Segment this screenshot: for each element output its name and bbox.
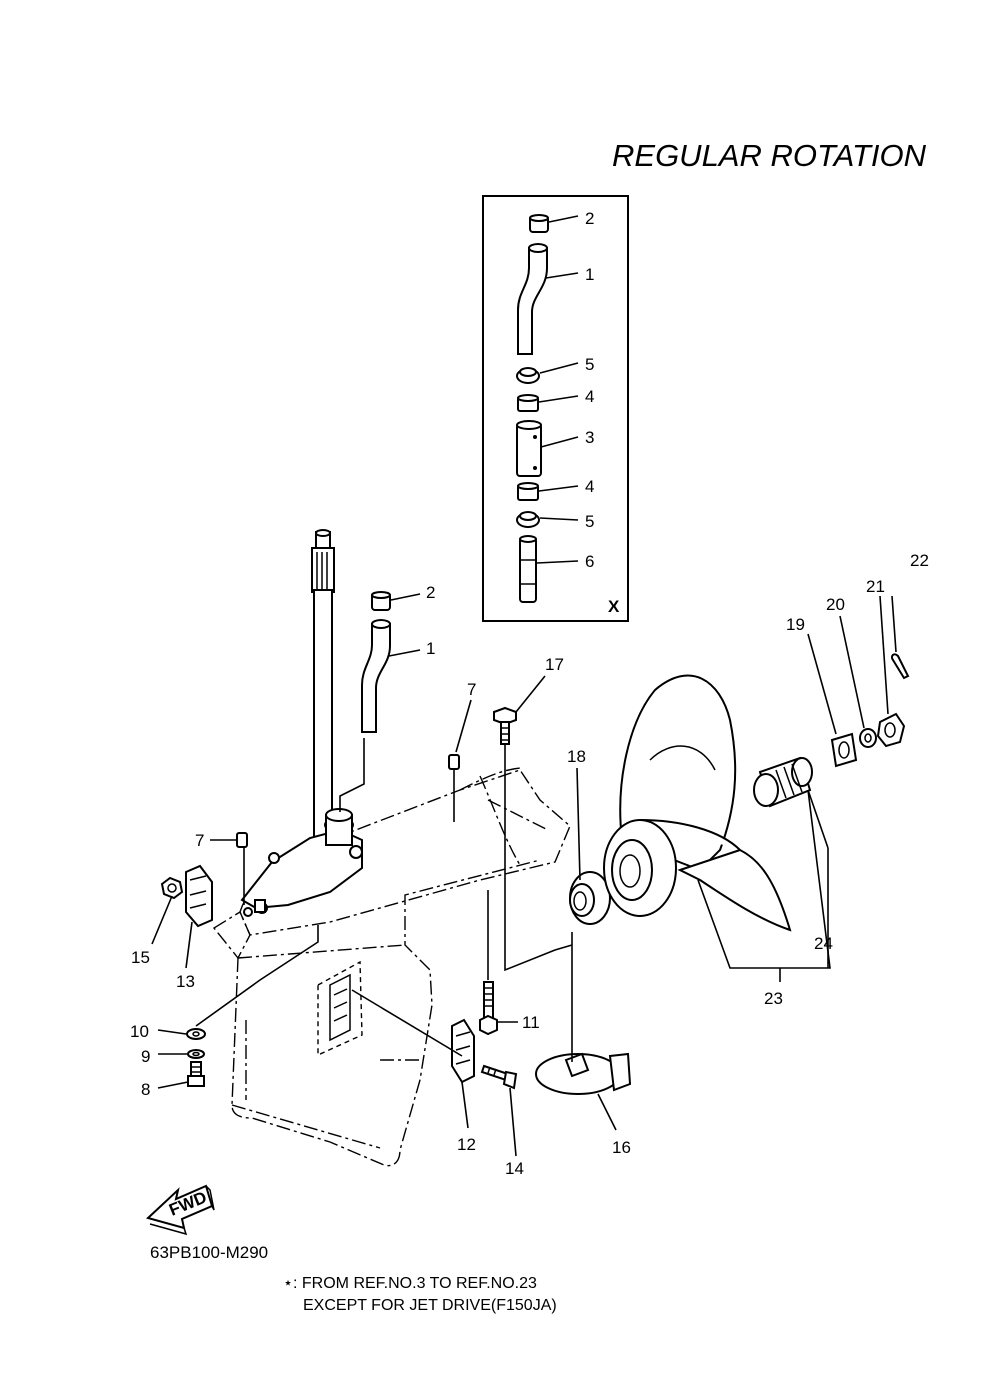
callout-17: 17	[545, 655, 564, 674]
trim-tab-16	[535, 1052, 632, 1095]
page-title: REGULAR ROTATION	[612, 138, 927, 173]
washer-20	[859, 728, 877, 748]
callout-14: 14	[505, 1159, 524, 1178]
callout-7a: 7	[467, 680, 476, 699]
callout-inset-6: 6	[585, 552, 594, 571]
leader-lines	[151, 593, 897, 1157]
inset-label: X	[608, 597, 620, 616]
callout-9: 9	[141, 1047, 150, 1066]
drive-shaft	[311, 529, 335, 851]
callout-inset-5b: 5	[585, 512, 594, 531]
bolt-8	[187, 1061, 205, 1087]
callout-20: 20	[826, 595, 845, 614]
callout-24: 24	[814, 934, 833, 953]
pump-housing	[240, 808, 363, 917]
spacer-24	[753, 756, 813, 808]
callout-inset-2: 2	[585, 209, 594, 228]
callout-inset-4a: 4	[585, 387, 594, 406]
callout-16: 16	[612, 1138, 631, 1157]
washer-9	[187, 1049, 205, 1059]
inset-clamp-a	[516, 367, 540, 384]
washer-10	[186, 1028, 206, 1040]
lower-case-assembly	[212, 529, 571, 1167]
bolt-11	[479, 981, 498, 1036]
callout-7b: 7	[195, 831, 204, 850]
callout-8: 8	[141, 1080, 150, 1099]
callout-inset-3: 3	[585, 428, 594, 447]
inset-bushing-a	[517, 394, 539, 412]
nut-15	[160, 876, 184, 900]
dowel-pin-b	[236, 832, 248, 848]
clip-13	[185, 864, 213, 928]
callout-12: 12	[457, 1135, 476, 1154]
callout-23: 23	[764, 989, 783, 1008]
footnote: ⋆: FROM REF.NO.3 TO REF.NO.23 EXCEPT FOR…	[283, 1273, 557, 1317]
callout-21: 21	[866, 577, 885, 596]
inset-sleeve	[516, 420, 542, 477]
propeller-23	[603, 674, 792, 932]
inset-water-tube	[517, 243, 548, 355]
bolt-17	[493, 706, 517, 745]
dowel-pin-a	[448, 754, 460, 770]
callout-19: 19	[786, 615, 805, 634]
callout-inset-1: 1	[585, 265, 594, 284]
callout-inset-4b: 4	[585, 477, 594, 496]
diagram-code: 63PB100-M290	[150, 1243, 269, 1262]
callout-1: 1	[426, 639, 435, 658]
callout-18: 18	[567, 747, 586, 766]
footnote-line-2: EXCEPT FOR JET DRIVE(F150JA)	[303, 1297, 557, 1314]
washer-19	[830, 732, 858, 768]
callout-10: 10	[130, 1022, 149, 1041]
callout-11: 11	[522, 1013, 540, 1032]
callout-inset-5a: 5	[585, 355, 594, 374]
inset-clamp-b	[516, 511, 540, 528]
callout-22: 22	[910, 551, 929, 570]
callout-13: 13	[176, 972, 195, 991]
screw-14	[480, 1064, 518, 1090]
anode-12	[451, 1018, 475, 1084]
thrust-washer-18	[569, 871, 611, 925]
inset-bushing-b	[517, 482, 539, 501]
cotter-pin-22	[890, 653, 910, 680]
callout-2: 2	[426, 583, 435, 602]
grommet	[371, 591, 391, 611]
callout-15: 15	[131, 948, 150, 967]
water-tube	[361, 619, 391, 733]
inset-pipe	[519, 535, 537, 603]
footnote-line-1: ⋆: FROM REF.NO.3 TO REF.NO.23	[283, 1275, 537, 1292]
nut-21	[876, 712, 906, 748]
inset-grommet	[529, 214, 549, 233]
inset-box: X	[482, 195, 629, 622]
anode-slot	[329, 973, 351, 1042]
fwd-arrow-icon: FWD	[146, 1184, 215, 1236]
